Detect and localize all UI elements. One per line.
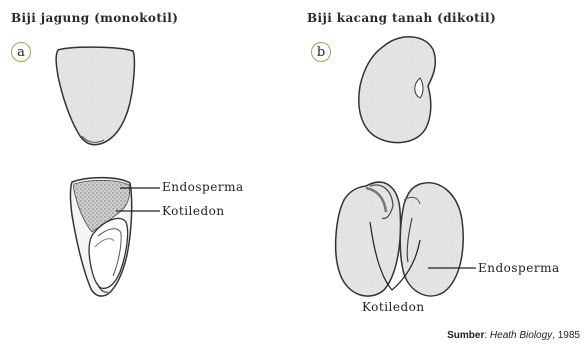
label-endosperma-a: Endosperma: [162, 180, 244, 194]
peanut-cotyledon-right: [400, 183, 463, 296]
source-year: , 1985: [552, 330, 580, 341]
corn-kernel-section: [71, 178, 132, 296]
source-credit: Sumber: Heath Biology, 1985: [447, 330, 580, 341]
panel-b-title: Biji kacang tanah (dikotil): [307, 11, 496, 25]
peanut-seed-whole: [359, 37, 436, 143]
label-kotiledon-a: Kotiledon: [162, 204, 225, 218]
label-kotiledon-b: Kotiledon: [362, 300, 425, 314]
panel-a-title: Biji jagung (monokotil): [11, 11, 178, 25]
panel-a-badge: a: [11, 42, 31, 62]
source-prefix: Sumber: [447, 330, 484, 341]
source-book: Heath Biology: [490, 330, 552, 341]
label-endosperma-b: Endosperma: [478, 261, 560, 275]
panel-b-badge: b: [311, 42, 331, 62]
peanut-seed-section: [336, 182, 464, 296]
peanut-cotyledon-left: [336, 182, 401, 296]
corn-kernel-whole: [56, 47, 134, 145]
